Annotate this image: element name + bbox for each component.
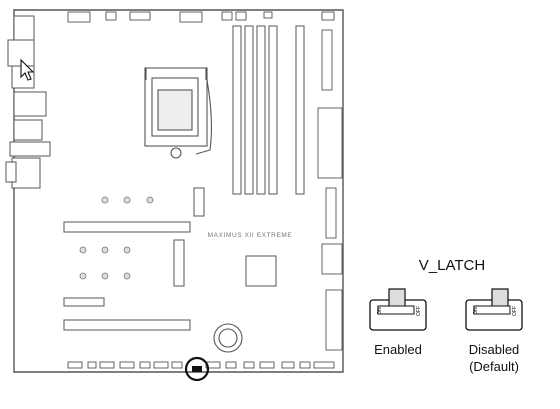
switch-on-label: ON bbox=[377, 307, 383, 315]
jumper-switch-disabled: ON OFF bbox=[465, 288, 523, 331]
switch-off-label: OFF bbox=[416, 306, 422, 316]
switch-on-label: ON bbox=[473, 307, 479, 315]
cursor-arrow-icon bbox=[20, 58, 35, 81]
top-connectors bbox=[67, 11, 335, 23]
m2-heatsink-area bbox=[79, 196, 154, 280]
memory-slots bbox=[232, 25, 305, 195]
pcie-slots bbox=[63, 187, 205, 331]
rear-io-panel bbox=[5, 15, 51, 189]
legend-title: V_LATCH bbox=[419, 257, 485, 274]
right-edge-components bbox=[317, 29, 343, 351]
board-outline bbox=[13, 9, 344, 373]
default-note: (Default) bbox=[469, 359, 519, 374]
cmos-battery bbox=[213, 323, 243, 353]
enabled-label: Enabled bbox=[374, 342, 422, 357]
chipset bbox=[245, 255, 277, 287]
highlight-circle bbox=[184, 356, 210, 382]
disabled-label: Disabled bbox=[469, 342, 520, 357]
bottom-headers bbox=[67, 361, 335, 369]
switch-off-label: OFF bbox=[512, 306, 518, 316]
jumper-switch-enabled: ON OFF bbox=[369, 288, 427, 331]
board-model-text: MAXIMUS XII EXTREME bbox=[208, 232, 293, 239]
cpu-socket bbox=[144, 67, 212, 159]
